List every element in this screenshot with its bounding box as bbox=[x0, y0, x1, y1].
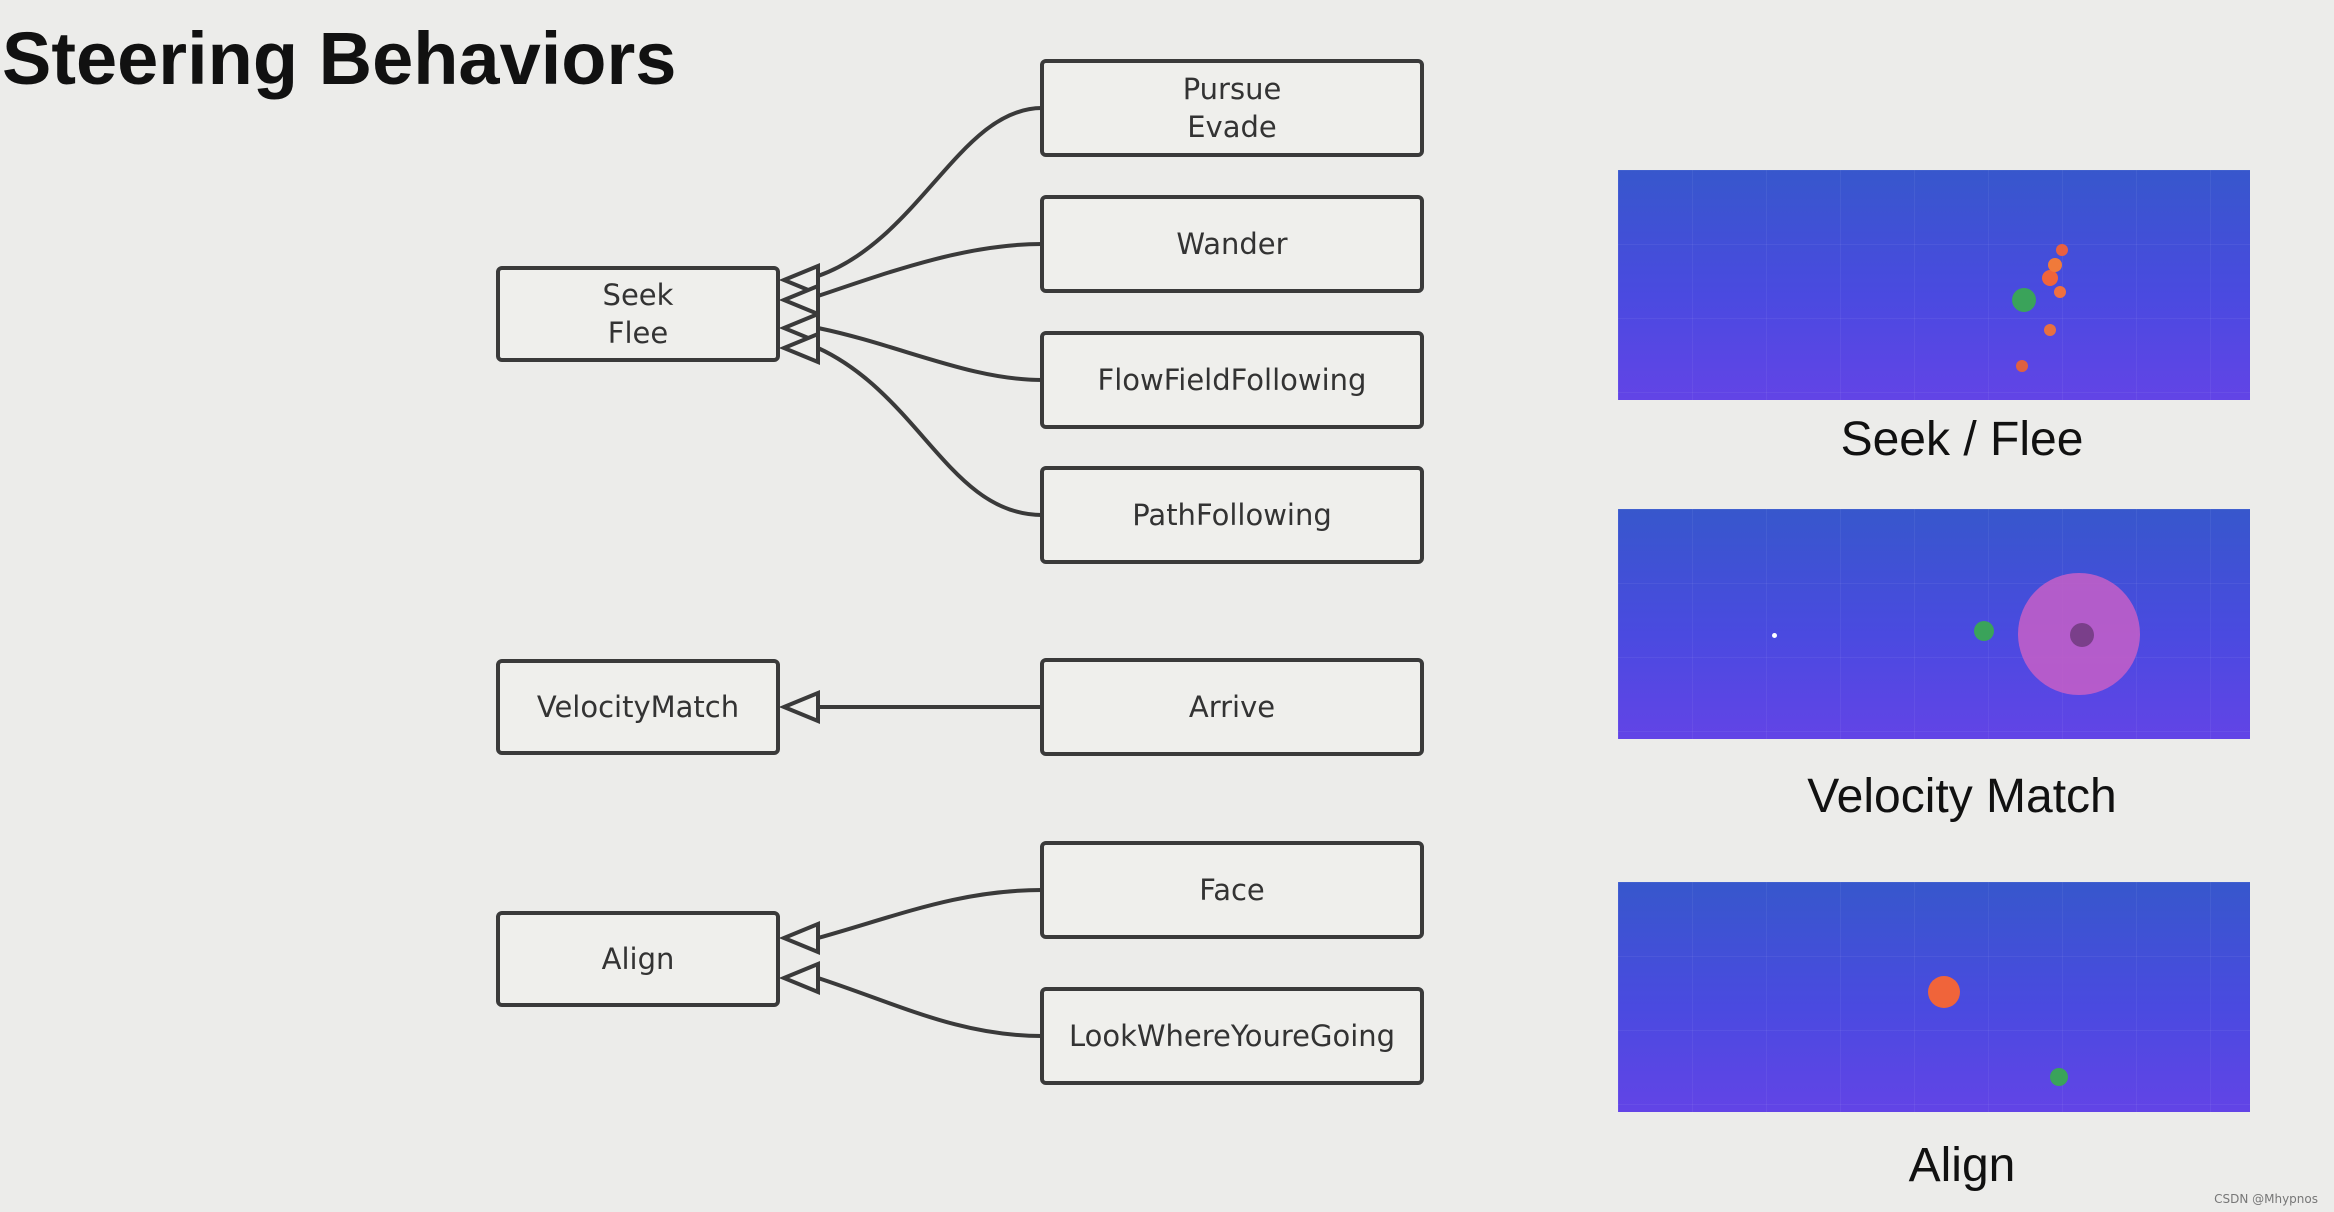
demo-velocity-match bbox=[1618, 509, 2250, 739]
edge-pursue-evade-to-seek-flee bbox=[817, 106, 1043, 278]
demo-caption-seek-flee: Seek / Flee bbox=[1840, 413, 2084, 466]
demo-caption-align: Align bbox=[1908, 1139, 2016, 1192]
target-dot bbox=[2070, 623, 2094, 647]
node-velocity-match: VelocityMatch bbox=[496, 659, 780, 755]
edge-wander-to-seek-flee bbox=[817, 242, 1043, 298]
agent-dot bbox=[2056, 244, 2068, 256]
agent-dot bbox=[2016, 360, 2028, 372]
marker-dot bbox=[1772, 633, 1777, 638]
edge-path-following-to-seek-flee bbox=[817, 346, 1043, 517]
node-pursue-evade: Pursue Evade bbox=[1040, 59, 1424, 157]
demo-seek-flee bbox=[1618, 170, 2250, 400]
arrowhead-seek-flee-2 bbox=[778, 283, 820, 317]
arrowhead-seek-flee-4 bbox=[778, 331, 820, 365]
target-dot bbox=[2012, 288, 2036, 312]
node-look-where-youre-going: LookWhereYoureGoing bbox=[1040, 987, 1424, 1085]
agent-dot bbox=[2044, 324, 2056, 336]
agent-dot bbox=[1928, 976, 1960, 1008]
node-arrive: Arrive bbox=[1040, 658, 1424, 756]
arrowhead-seek-flee-1 bbox=[778, 263, 820, 297]
edge-look-where-youre-going-to-align bbox=[817, 976, 1043, 1038]
node-flow-field-following: FlowFieldFollowing bbox=[1040, 331, 1424, 429]
node-label: Pursue Evade bbox=[1182, 72, 1282, 144]
node-label: Seek Flee bbox=[602, 278, 674, 350]
node-face: Face bbox=[1040, 841, 1424, 939]
node-label: Face bbox=[1199, 873, 1265, 907]
node-seek-flee: Seek Flee bbox=[496, 266, 780, 362]
agent-dot bbox=[2054, 286, 2066, 298]
node-label: VelocityMatch bbox=[536, 690, 740, 724]
node-align: Align bbox=[496, 911, 780, 1007]
arrowhead-seek-flee-3 bbox=[778, 311, 820, 345]
page-title: Steering Behaviors bbox=[2, 17, 677, 100]
demo-grid bbox=[1618, 170, 2250, 400]
demo-grid bbox=[1618, 509, 2250, 739]
agent-dot bbox=[1974, 621, 1994, 641]
node-label: Align bbox=[601, 942, 675, 976]
node-label: Wander bbox=[1176, 227, 1288, 261]
arrowhead-align-1 bbox=[778, 921, 820, 955]
watermark: CSDN @Mhypnos bbox=[2214, 1192, 2318, 1206]
target-dot bbox=[2050, 1068, 2068, 1086]
node-label: Arrive bbox=[1188, 690, 1276, 724]
node-label: PathFollowing bbox=[1132, 498, 1332, 532]
node-label: LookWhereYoureGoing bbox=[1068, 1019, 1396, 1053]
edge-face-to-align bbox=[817, 888, 1043, 940]
arrowhead-align-2 bbox=[778, 961, 820, 995]
edge-flow-field-following-to-seek-flee bbox=[817, 326, 1043, 382]
agent-dot bbox=[2042, 270, 2058, 286]
demo-align bbox=[1618, 882, 2250, 1112]
node-label: FlowFieldFollowing bbox=[1097, 363, 1367, 397]
arrowhead-velocity-match bbox=[778, 690, 820, 724]
node-path-following: PathFollowing bbox=[1040, 466, 1424, 564]
demo-caption-velocity-match: Velocity Match bbox=[1807, 770, 2117, 823]
agent-dot bbox=[2048, 258, 2062, 272]
node-wander: Wander bbox=[1040, 195, 1424, 293]
